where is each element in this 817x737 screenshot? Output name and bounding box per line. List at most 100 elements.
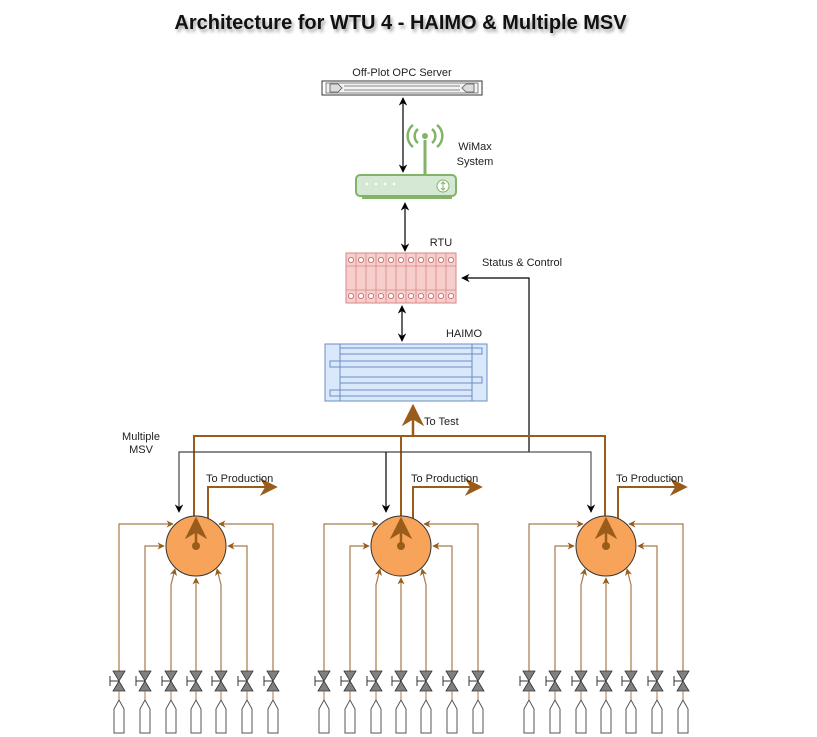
well-flowline [215,568,223,672]
valve-icon[interactable] [468,670,485,700]
valve-top [445,670,459,682]
well-icon [472,698,484,734]
valve-top [394,670,408,682]
wimax-label-line1: WiMax [458,141,492,153]
terminal-screw-top [387,256,394,263]
valve-bottom [317,680,331,692]
wimax-system[interactable]: WiMax System [355,124,493,199]
well-icon [420,698,432,734]
valve-icon[interactable] [211,670,228,700]
well-icon [446,698,458,734]
valve-bottom [394,680,408,692]
opc-server[interactable]: Off-Plot OPC Server [321,67,483,96]
terminal-screw-top [377,256,384,263]
valve-bottom [676,680,690,692]
haimo-label: HAIMO [446,328,483,340]
valve-icon[interactable] [647,670,664,700]
valve-top [522,670,536,682]
valve-bottom [112,680,126,692]
valve-top [574,670,588,682]
well-flowline [323,520,379,672]
valve-icon[interactable] [545,670,562,700]
valve-icon[interactable] [571,670,588,700]
well-icon [318,698,330,734]
haimo[interactable]: HAIMO [324,328,488,402]
well-flowline [420,568,428,672]
valve-top [419,670,433,682]
to-production-pipe [617,478,688,519]
valve-top [266,670,280,682]
terminal-screw-bottom [357,292,364,299]
msv-unit[interactable]: To Production [314,473,485,734]
opc-server-label: Off-Plot OPC Server [352,67,452,79]
terminal-screw-bottom [397,292,404,299]
valve-icon[interactable] [519,670,536,700]
terminal-screw-top [447,256,454,263]
diagram-title: Architecture for WTU 4 - HAIMO & Multipl… [174,12,627,34]
valve-bottom [471,680,485,692]
valve-icon[interactable] [621,670,638,700]
valve-icon[interactable] [366,670,383,700]
valve-icon[interactable] [596,670,613,700]
msv-unit[interactable]: To Production [109,473,280,734]
terminal-screw-bottom [407,292,414,299]
msv-unit[interactable]: To Production [519,473,690,734]
valve-icon[interactable] [186,670,203,700]
terminal-screw-bottom [367,292,374,299]
well-flowline [554,542,575,672]
valve-top [650,670,664,682]
status-control-label: Status & Control [482,257,562,269]
valve-bottom [650,680,664,692]
well-icon [523,698,535,734]
well-icon [139,698,151,734]
valve-top [138,670,152,682]
valve-top [240,670,254,682]
well-flowline [227,542,248,672]
valve-icon[interactable] [135,670,152,700]
valve-icon[interactable] [237,670,254,700]
valve-top [599,670,613,682]
valve-icon[interactable] [109,670,126,700]
well-flowline [218,520,274,672]
well-icon [241,698,253,734]
to-production-label: To Production [206,473,273,485]
valve-top [189,670,203,682]
valve-icon[interactable] [263,670,280,700]
valve-icon[interactable] [673,670,690,700]
well-flowline [144,542,165,672]
valve-icon[interactable] [442,670,459,700]
valve-icon[interactable] [161,670,178,700]
valve-top [471,670,485,682]
valve-bottom [599,680,613,692]
valve-bottom [240,680,254,692]
msv-rotor-hub [192,542,200,550]
valve-bottom [266,680,280,692]
well-flowline [118,520,174,672]
well-icon [600,698,612,734]
status-control-link [461,273,530,452]
heat-exchanger-icon [324,343,488,402]
valve-icon[interactable] [391,670,408,700]
well-flowline [528,520,584,672]
terminal-screw-top [437,256,444,263]
well-flowline [349,542,370,672]
valve-icon[interactable] [314,670,331,700]
rtu[interactable]: RTU [345,237,457,304]
valve-bottom [522,680,536,692]
test-header-pipe [193,435,606,520]
valve-bottom [574,680,588,692]
well-flowline [637,542,658,672]
msv-rotor-hub [397,542,405,550]
well-icon [113,698,125,734]
terminal-screw-top [407,256,414,263]
well-icon [344,698,356,734]
valve-icon[interactable] [416,670,433,700]
terminal-screw-top [397,256,404,263]
valve-icon[interactable] [340,670,357,700]
valve-bottom [445,680,459,692]
valve-top [112,670,126,682]
valve-bottom [548,680,562,692]
terminal-screw-top [367,256,374,263]
valve-top [317,670,331,682]
